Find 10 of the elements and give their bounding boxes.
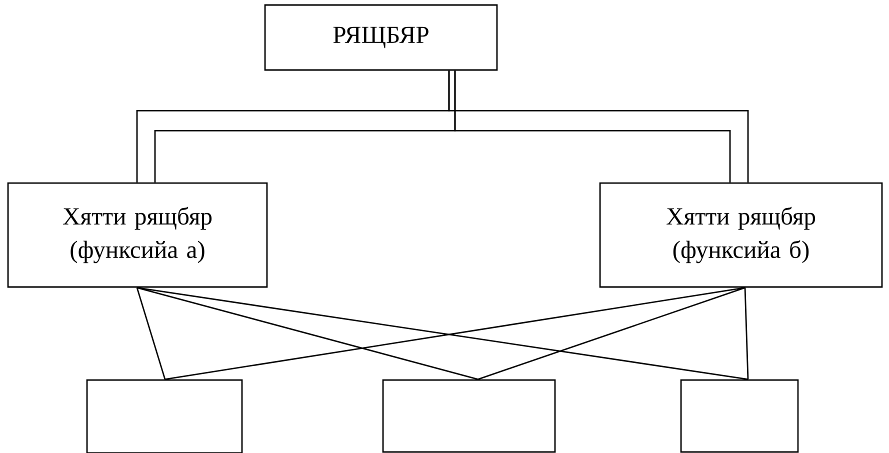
connector-line: [136, 288, 166, 380]
connector-line: [478, 287, 746, 380]
title-box: РЯЩБЯР: [264, 4, 498, 71]
function-box: Хятти рящбяр (функсийа а): [7, 182, 268, 288]
connector-line: [744, 288, 749, 380]
empty-box: [86, 379, 243, 453]
empty-box: [382, 379, 556, 453]
function-box: Хятти рящбяр (функсийа б): [599, 182, 883, 288]
connector-line: [136, 287, 478, 380]
empty-box: [680, 379, 799, 453]
